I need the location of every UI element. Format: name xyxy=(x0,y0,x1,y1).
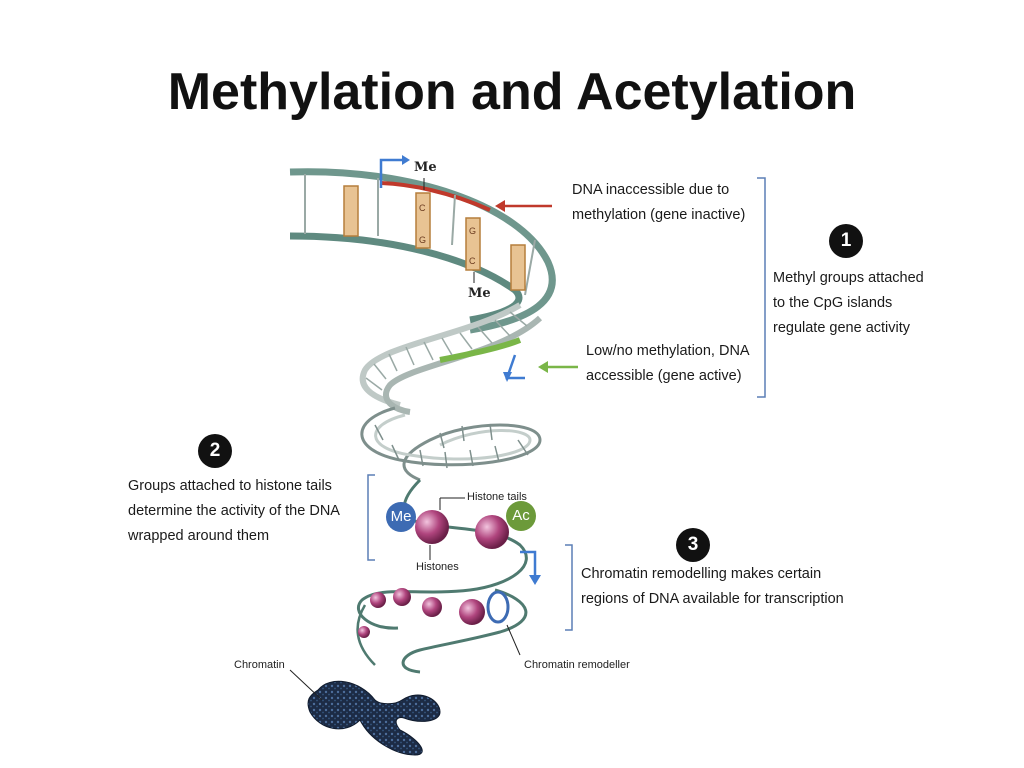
callout-histone-line-3: wrapped around them xyxy=(128,528,270,544)
callout-remodelling-line-2: regions of DNA available for transcripti… xyxy=(581,591,844,607)
chromosome xyxy=(307,680,441,756)
double-helix xyxy=(360,406,542,482)
base-c-1: C xyxy=(419,203,426,213)
callout-accessible-line-1: Low/no methylation, DNA xyxy=(586,343,750,359)
callout-methyl-line-3: regulate gene activity xyxy=(773,320,911,336)
callout-remodelling-line-1: Chromatin remodelling makes certain xyxy=(581,566,822,582)
transcription-arrow-top xyxy=(379,158,402,188)
me-bubble-shape xyxy=(386,502,416,532)
callout-methyl-line-1: Methyl groups attached xyxy=(773,270,924,286)
dna-lower-ladder xyxy=(359,302,543,415)
callout-histone-line-2: determine the activity of the DNA xyxy=(128,503,340,519)
brackets xyxy=(367,177,766,631)
callout-inaccessible-line-1: DNA inaccessible due to xyxy=(572,182,730,198)
callout-histone-line-1: Groups attached to histone tails xyxy=(128,478,332,494)
callout-methyl-line-2: to the CpG islands xyxy=(773,295,893,311)
base-pairs xyxy=(343,185,526,291)
remodelling-arrow xyxy=(520,550,537,575)
callout-remodelling: Chromatin remodelling makes certain regi… xyxy=(581,562,844,612)
ac-bubble-shape xyxy=(506,501,536,531)
callout-accessible-line-2: accessible (gene active) xyxy=(586,368,742,384)
step-badge-2: 2 xyxy=(198,434,232,468)
step-badge-1: 1 xyxy=(829,224,863,258)
chromatin-remodeller-label: Chromatin remodeller xyxy=(524,659,630,671)
base-g-1: G xyxy=(419,235,427,245)
callout-methyl-groups: Methyl groups attached to the CpG island… xyxy=(773,266,924,341)
slide-title: Methylation and Acetylation xyxy=(167,63,857,121)
base-c-2: C xyxy=(469,256,476,266)
histones xyxy=(358,510,509,638)
histones-label: Histones xyxy=(416,561,459,573)
callout-inaccessible: DNA inaccessible due to methylation (gen… xyxy=(572,178,745,228)
ac-bubble-label: Ac xyxy=(512,507,530,524)
chromatin-label: Chromatin xyxy=(234,659,285,671)
callout-inaccessible-line-2: methylation (gene inactive) xyxy=(572,207,746,223)
methyl-label-top: Me xyxy=(414,160,437,175)
histone-tails-label: Histone tails xyxy=(467,491,527,503)
callout-accessible: Low/no methylation, DNA accessible (gene… xyxy=(586,339,750,389)
base-g-2: G xyxy=(469,226,477,236)
callout-histone-groups: Groups attached to histone tails determi… xyxy=(128,474,360,549)
step-badge-3: 3 xyxy=(676,528,710,562)
methyl-label-bottom: Me xyxy=(468,286,491,301)
me-bubble-label: Me xyxy=(390,508,412,525)
chromatin-remodeller-ring xyxy=(486,590,510,624)
